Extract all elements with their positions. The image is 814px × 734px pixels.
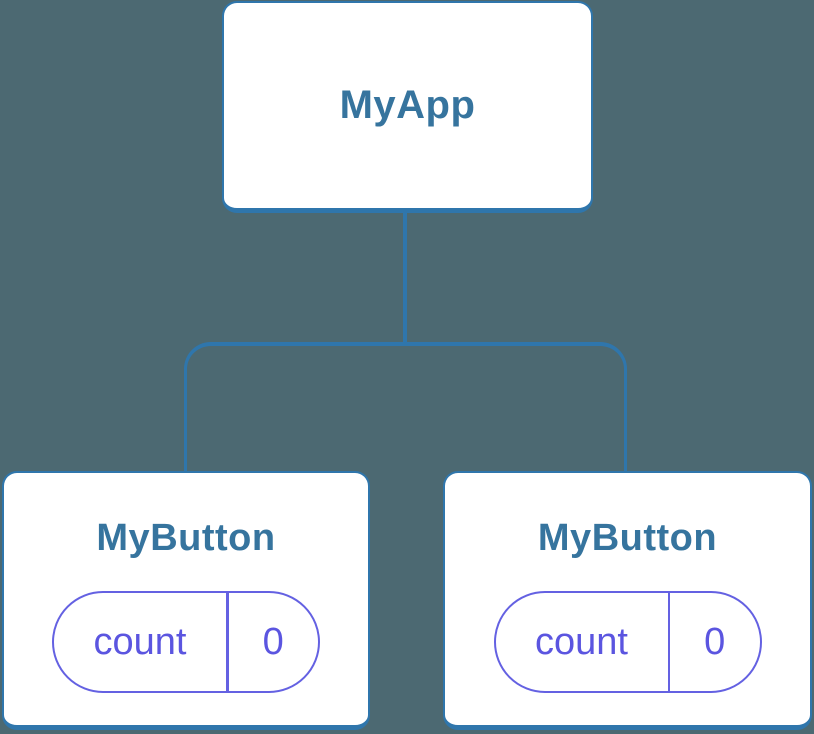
root-node-label: MyApp <box>339 83 476 127</box>
component-node-child-1: MyButton count 0 <box>2 471 370 730</box>
connector-bracket <box>184 342 627 471</box>
connector-stem <box>403 212 407 343</box>
state-key: count <box>535 620 628 663</box>
component-node-child-2: MyButton count 0 <box>443 471 812 730</box>
state-key: count <box>93 620 187 663</box>
child-node-label: MyButton <box>96 517 276 559</box>
pill-divider <box>667 593 670 691</box>
state-value: 0 <box>262 620 284 663</box>
state-value: 0 <box>704 620 726 663</box>
child-node-label: MyButton <box>537 517 718 559</box>
state-pill: count 0 <box>52 591 320 693</box>
pill-divider <box>226 593 229 691</box>
state-pill: count 0 <box>493 591 762 693</box>
component-node-root: MyApp <box>222 1 593 213</box>
